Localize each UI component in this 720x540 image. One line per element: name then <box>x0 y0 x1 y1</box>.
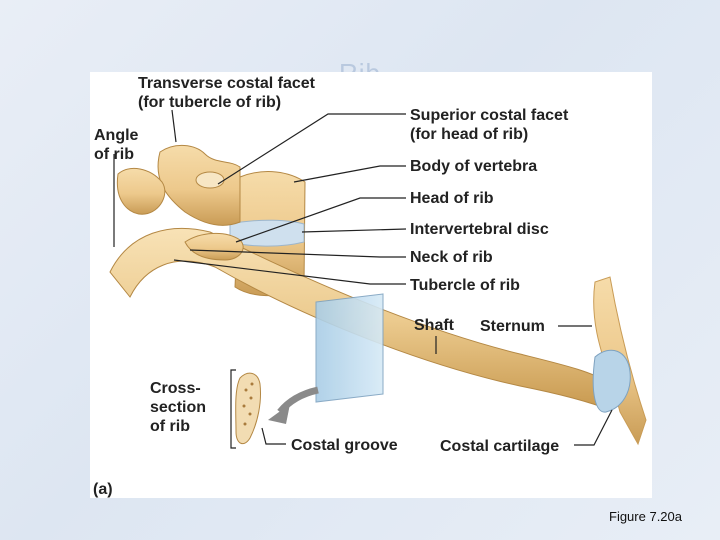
leader-costal-groove <box>261 427 286 445</box>
cross-section-shape <box>235 372 261 445</box>
cross-section-arrow <box>277 386 319 415</box>
transverse-facet-oval <box>195 171 225 189</box>
leader-transverse-facet <box>171 109 177 143</box>
label-costal-groove: Costal groove <box>291 437 398 454</box>
label-angle-of-rib: Angle of rib <box>94 127 139 163</box>
leader-head <box>235 197 406 243</box>
label-shaft: Shaft <box>414 317 454 334</box>
leader-superior-facet <box>217 113 406 185</box>
cross-section-bracket <box>230 369 236 449</box>
cross-section-arrowhead <box>268 404 290 424</box>
cross-section-plane <box>315 293 384 403</box>
leader-costal-cartilage <box>574 409 613 446</box>
label-body-of-vertebra: Body of vertebra <box>410 158 538 175</box>
leader-neck <box>189 249 406 258</box>
label-costal-cartilage: Costal cartilage <box>440 438 560 455</box>
label-head-of-rib: Head of rib <box>410 190 494 207</box>
transverse-process <box>116 167 166 215</box>
label-cross-section: Cross- section of rib <box>150 380 207 435</box>
label-panel-letter: (a) <box>93 481 113 498</box>
rib-head <box>184 233 244 261</box>
leader-lines <box>113 109 613 446</box>
label-intervertebral-disc: Intervertebral disc <box>410 221 549 238</box>
leader-body <box>293 165 406 183</box>
rib-illustration <box>109 109 647 449</box>
label-tubercle-of-rib: Tubercle of rib <box>410 277 520 294</box>
cross-section-dots <box>242 382 254 426</box>
label-neck-of-rib: Neck of rib <box>410 249 493 266</box>
rib-diagram-panel: Transverse costal facet (for tubercle of… <box>90 72 652 498</box>
leader-tubercle <box>173 259 406 285</box>
label-sternum: Sternum <box>480 318 545 335</box>
label-superior-costal-facet: Superior costal facet (for head of rib) <box>410 107 569 143</box>
intervertebral-disc-shape <box>229 219 305 247</box>
figure-caption: Figure 7.20a <box>609 509 682 524</box>
leader-disc <box>301 228 407 233</box>
costal-cartilage-shape <box>592 349 631 413</box>
label-transverse-costal-facet: Transverse costal facet (for tubercle of… <box>138 75 315 111</box>
